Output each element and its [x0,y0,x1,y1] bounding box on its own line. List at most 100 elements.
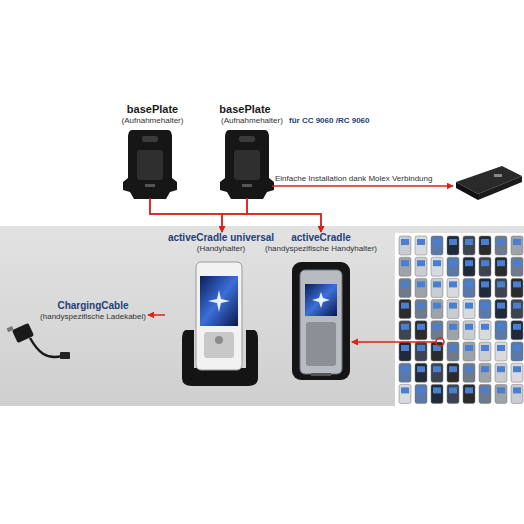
phone-body [415,384,427,403]
phone-thumbnail [415,384,427,403]
phone-screen [449,387,457,393]
phone-body [431,300,443,319]
phone-body [415,300,427,319]
node-box: activeCradle universal(Handyhalter) [165,232,277,388]
phone-screen [449,324,457,330]
phone-thumbnail [415,278,427,297]
phone-grid-background [395,233,524,406]
phone-thumbnail [415,321,427,340]
phone-body [447,384,459,403]
connector-arrow [150,198,321,232]
phone-thumbnail [479,321,491,340]
connection-note: Einfache Installation dank Molex Verbind… [275,174,432,183]
phone-screen [481,324,489,330]
leader-head [351,339,358,346]
phone-body [431,384,443,403]
device-front [478,176,522,200]
phone-screen [433,260,441,266]
phone-thumbnail [399,257,411,276]
phone-thumbnail [479,300,491,319]
phone-thumbnail [447,384,459,403]
leader-circle [436,338,444,346]
gray-band [0,226,524,406]
phone-body [479,278,491,297]
node-subtitle: (Aufnahmehalter) [221,116,287,125]
phone-screen [449,303,457,309]
phone-body [479,300,491,319]
phone-screen [449,366,457,372]
node-subtitle: (Aufnahmehalter) [105,116,200,125]
phone-thumbnail [447,342,459,361]
phone-screen [433,366,441,372]
node-title: activeCradle [262,232,380,243]
phone-body [415,257,427,276]
phone-screen [401,281,409,287]
phone-thumbnail [431,384,443,403]
phone-body [511,300,523,319]
phone-thumbnail [399,363,411,382]
phone-screen [497,387,505,393]
phone-screen [497,366,505,372]
phone-screen [481,260,489,266]
phone-screen [401,387,409,393]
phone-body [511,342,523,361]
phone-thumbnail [463,278,475,297]
node-title: activeCradle universal [165,232,277,243]
phone-keypad [306,322,336,366]
holder-body [123,130,177,199]
phone-thumbnail [495,278,507,297]
phone-body [300,270,342,374]
phone-thumbnail [399,300,411,319]
node-box: basePlate(Aufnahmehalter) [105,103,200,198]
phone-screen [465,345,473,351]
holder-logo [242,184,252,187]
phone-screen [433,387,441,393]
phone-model-grid [399,236,523,403]
phone-screen [401,366,409,372]
phone-screen [497,324,505,330]
node-box: activeCradle(handyspezifische Handyhalte… [262,232,380,382]
node-subtitle: (handyspezifische Ladekabel) [38,312,148,321]
phone-screen [401,260,409,266]
device-side [456,182,478,200]
phone-thumbnail [447,363,459,382]
phone-body [495,257,507,276]
phone-thumbnail [415,363,427,382]
phone-screen [465,239,473,245]
phone-screen [305,284,337,316]
phone-body [495,300,507,319]
phone-thumbnail [511,278,523,297]
phone-thumbnail [399,321,411,340]
phone-screen [513,303,521,309]
phone-body [431,363,443,382]
phone-thumbnail [495,384,507,403]
phone-button [215,336,223,344]
phone-body [511,321,523,340]
phone-screen [513,281,521,287]
holder-body [220,130,274,199]
phone-screen [417,281,425,287]
phone-thumbnail [463,257,475,276]
specific-cradle-illustration [292,262,350,380]
phone-screen [513,387,521,393]
phone-thumbnail [415,300,427,319]
phone-thumbnail [495,257,507,276]
phone-body [399,257,411,276]
phone-thumbnail [479,384,491,403]
phone-body [495,236,507,255]
phone-screen [497,260,505,266]
screen-sparkle [208,290,230,312]
phone-keypad [204,332,234,358]
phone-body [415,236,427,255]
phone-screen [465,324,473,330]
charging-cable-illustration [7,323,70,359]
phone-screen [497,239,505,245]
phone-body [431,278,443,297]
phone-body [511,236,523,255]
phone-thumbnail [431,257,443,276]
universal-cradle-illustration [182,262,258,386]
phone-screen [465,366,473,372]
